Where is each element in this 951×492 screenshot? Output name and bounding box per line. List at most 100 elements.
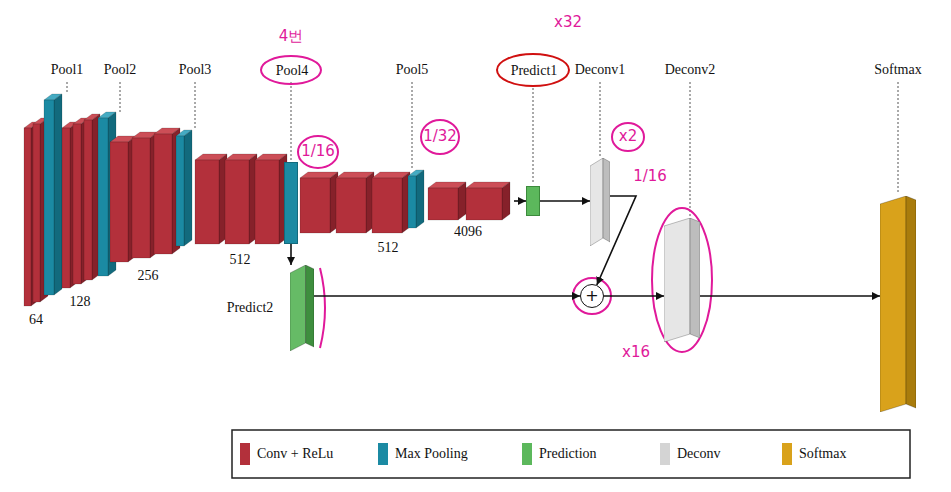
block-front (466, 188, 502, 220)
legend-swatch (522, 443, 532, 465)
pen-note: 4번 (279, 28, 304, 45)
layer-blocks (24, 94, 510, 306)
sum-sign: + (585, 288, 598, 304)
layer-block (466, 182, 510, 220)
legend-text: Max Pooling (395, 446, 468, 462)
leader-line (898, 82, 899, 194)
connector-arrow (604, 295, 664, 297)
layer-block (336, 172, 374, 233)
slab-front (880, 196, 906, 412)
connector-arrow (700, 295, 880, 297)
pen-note: x32 (554, 14, 582, 31)
handwritten-marks (261, 54, 712, 352)
layer-block (225, 154, 257, 244)
block-side (31, 122, 39, 306)
block-front (408, 176, 416, 228)
legend-swatch (378, 443, 388, 465)
slab-shape (664, 218, 700, 342)
layer-block (176, 130, 192, 246)
pen-note: 1/16 (633, 168, 667, 185)
block-front (176, 136, 184, 246)
pen-circle (261, 56, 321, 84)
block-front (300, 178, 330, 233)
slab-side (306, 265, 314, 347)
block-front (372, 178, 402, 233)
block-front (132, 138, 150, 258)
conv-group: 4096 (424, 180, 514, 242)
leader-line (600, 82, 601, 156)
pen-circle (298, 136, 338, 168)
legend-text: Softmax (799, 446, 846, 462)
pen-circle (421, 120, 459, 154)
deconv-block: Deconv1 (590, 158, 610, 246)
layer-label: Predict1 (511, 63, 558, 79)
layer-block (84, 114, 100, 280)
block-side (184, 130, 192, 246)
pen-note: 1/16 (301, 143, 335, 160)
pen-circle (497, 54, 569, 86)
slab-shape (290, 265, 314, 351)
deconv-block: Deconv2 (664, 218, 700, 342)
layer-label: Pool4 (276, 63, 309, 79)
layer-block (195, 154, 227, 244)
prediction-block: Predict2 (290, 265, 314, 351)
layer-label: Pool2 (104, 62, 137, 78)
pooling-block: Pool4 (284, 162, 298, 244)
connector-arrow (314, 295, 580, 297)
layer-block (255, 154, 287, 244)
layer-label: Deconv2 (665, 62, 716, 78)
block-front (44, 100, 54, 295)
connector-arrow (290, 244, 292, 265)
channel-count: 64 (29, 312, 43, 328)
legend-swatch (660, 443, 670, 465)
legend-text: Deconv (677, 446, 721, 462)
block-front (255, 160, 279, 244)
layer-label: Pool5 (396, 62, 429, 78)
layer-block (428, 182, 466, 220)
softmax-block: Softmax (880, 196, 916, 412)
slab-front (590, 158, 603, 246)
block-side (416, 170, 424, 228)
layer-label: 4096 (454, 224, 482, 240)
leader-line (690, 82, 691, 216)
layer-block (300, 172, 338, 233)
pen-bracket (320, 268, 325, 348)
connector-arrow (514, 200, 526, 202)
slab-front (290, 265, 306, 351)
legend-text: Conv + ReLu (257, 446, 333, 462)
block-front (98, 118, 108, 276)
layer-block (372, 172, 410, 233)
block-front (24, 128, 31, 306)
slab-side (690, 218, 700, 338)
legend-text: Prediction (539, 446, 597, 462)
layer-label: Pool1 (51, 62, 84, 78)
pen-circle (612, 123, 644, 151)
block-front (62, 128, 70, 288)
block-front (33, 124, 40, 302)
slab-side (603, 158, 610, 242)
layer-label: Pool3 (179, 62, 212, 78)
channel-count: 256 (138, 268, 159, 284)
layer-label: Softmax (874, 62, 921, 78)
block-front (336, 178, 366, 233)
legend-box (232, 430, 910, 478)
block-side (502, 182, 510, 220)
block-side (54, 94, 62, 295)
pen-note: x2 (619, 128, 637, 145)
channel-count: 128 (70, 294, 91, 310)
block-front (195, 160, 219, 244)
block-front (110, 142, 128, 262)
legend-swatch (782, 443, 792, 465)
block-front (225, 160, 249, 244)
pen-note: x16 (622, 344, 650, 361)
prediction-block: Predict1 (526, 186, 540, 216)
leader-line (412, 82, 413, 170)
slab-front (664, 218, 690, 342)
pen-note: 1/32 (423, 128, 457, 145)
layer-block (44, 94, 62, 295)
channel-count: 512 (378, 240, 399, 256)
block-front (154, 134, 172, 254)
